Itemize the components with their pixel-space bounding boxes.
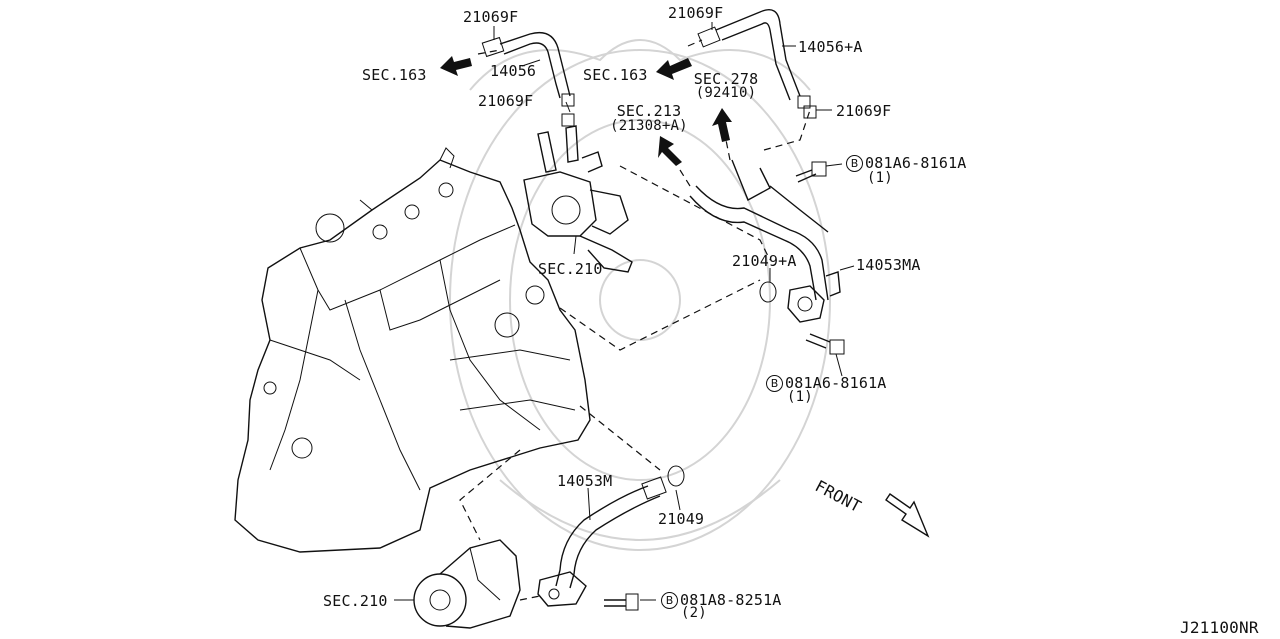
hose-14056a — [697, 9, 817, 119]
label-sec210-top: SEC.210 — [538, 260, 603, 278]
label-gasket-21049: 21049 — [658, 510, 705, 528]
water-pump — [413, 539, 521, 629]
bolt-marker-b-2: B — [766, 375, 783, 392]
pipe-14053ma — [689, 159, 841, 323]
label-hose-14056a: 14056+A — [798, 38, 863, 56]
engine-block — [234, 147, 591, 553]
label-pipe-14053m: 14053M — [557, 472, 613, 490]
label-sec278: SEC.278 — [693, 70, 759, 88]
label-gasket-21049a: 21049+A — [732, 252, 797, 270]
pipe-14053m — [537, 465, 685, 607]
label-clip-21069f-mid-left: 21069F — [478, 92, 534, 110]
label-pipe-14053ma: 14053MA — [856, 256, 921, 274]
label-bolt-081a8-8251a: 081A8-8251A — [680, 591, 782, 609]
label-clip-21069f-top-left: 21069F — [463, 8, 519, 26]
figure-code: J21100NR — [1180, 618, 1259, 637]
label-bolt-upper-qty: (1) — [867, 170, 893, 186]
label-sec213: SEC.213 — [616, 102, 682, 120]
label-hose-14056: 14056 — [490, 62, 537, 80]
label-sec163-right: SEC.163 — [583, 66, 648, 84]
watermark-emblem — [449, 39, 831, 551]
leader-lines — [394, 22, 855, 601]
label-clip-21069f-top-right: 21069F — [668, 4, 724, 22]
label-bolt-lower-qty: (1) — [787, 389, 813, 405]
bolt-marker-b-1: B — [846, 155, 863, 172]
label-bolt-081a6-8161a-upper: 081A6-8161A — [865, 154, 967, 172]
label-sec210-bottom: SEC.210 — [323, 592, 388, 610]
hose-14056 — [481, 31, 575, 127]
label-sec278-sub: (92410) — [695, 85, 757, 101]
label-sec213-sub: (21308+A) — [610, 118, 688, 134]
bolts — [604, 161, 845, 611]
label-bolt-081a6-8161a-lower: 081A6-8161A — [785, 374, 887, 392]
label-clip-21069f-right: 21069F — [836, 102, 892, 120]
water-outlet — [523, 125, 633, 273]
arrows — [440, 56, 930, 538]
bolt-marker-b-3: B — [661, 592, 678, 609]
label-bolt-081a8-qty: (2) — [681, 605, 707, 621]
label-sec163-left: SEC.163 — [362, 66, 427, 84]
